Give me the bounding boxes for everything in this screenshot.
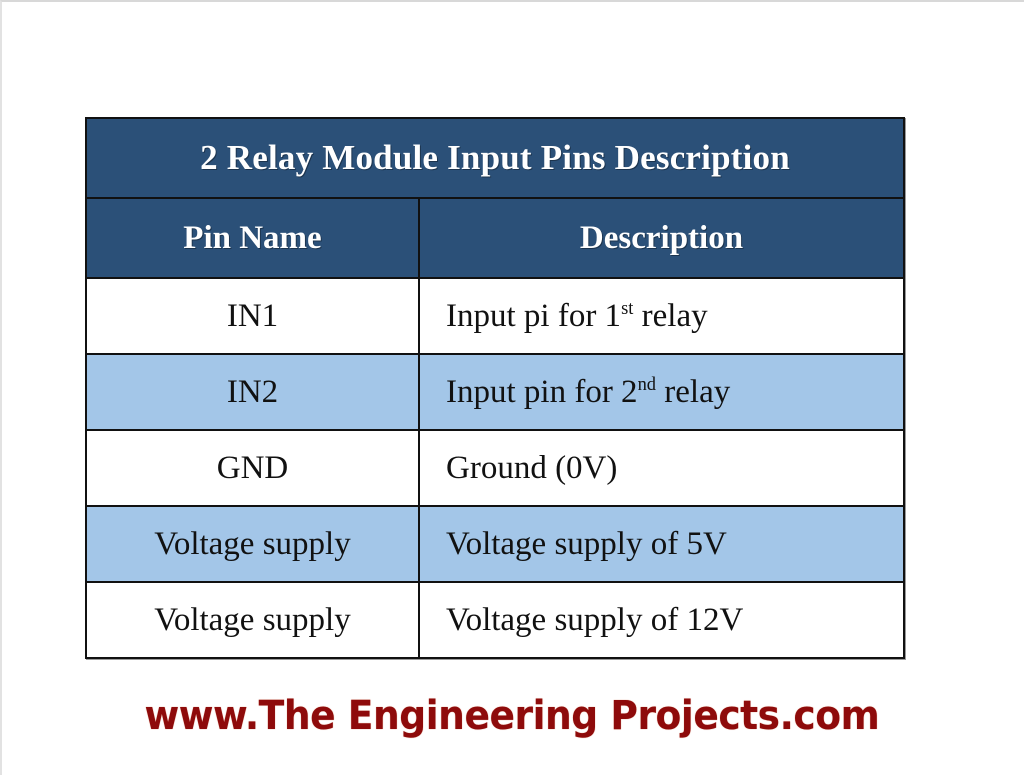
description-suffix: relay	[633, 298, 708, 334]
footer-watermark: www.The Engineering Projects.com	[0, 690, 1024, 742]
table-row: IN1 Input pi for 1st relay	[85, 277, 905, 355]
description-prefix: Ground (0V)	[446, 450, 618, 486]
description-ordinal-suffix: nd	[637, 374, 657, 394]
column-header-pin-name-label: Pin Name	[183, 220, 322, 256]
table-row: GND Ground (0V)	[85, 429, 905, 507]
pin-description-table: 2 Relay Module Input Pins Description Pi…	[85, 117, 905, 659]
cell-pin-name: GND	[85, 429, 420, 507]
description-value: Ground (0V)	[420, 431, 903, 505]
description-prefix: Input pin for 2	[446, 374, 638, 410]
table-title-cell: 2 Relay Module Input Pins Description	[85, 117, 905, 199]
column-header-pin-name: Pin Name	[85, 197, 420, 279]
table-row: Voltage supply Voltage supply of 12V	[85, 581, 905, 659]
column-header-description: Description	[418, 197, 905, 279]
description-value: Voltage supply of 12V	[420, 583, 903, 657]
cell-description: Input pin for 2nd relay	[418, 353, 905, 431]
pin-name-value: IN1	[226, 298, 279, 334]
cell-description: Ground (0V)	[418, 429, 905, 507]
table-row: Voltage supply Voltage supply of 5V	[85, 505, 905, 583]
description-prefix: Voltage supply of 12V	[446, 602, 744, 638]
pin-name-value: Voltage supply	[154, 602, 351, 638]
description-suffix: relay	[656, 374, 731, 410]
table-header-row: Pin Name Description	[85, 197, 905, 279]
description-value: Voltage supply of 5V	[420, 507, 903, 581]
table-title-row: 2 Relay Module Input Pins Description	[85, 117, 905, 199]
description-value: Input pi for 1st relay	[420, 279, 903, 353]
cell-pin-name: IN1	[85, 277, 420, 355]
cell-pin-name: Voltage supply	[85, 505, 420, 583]
pin-name-value: Voltage supply	[154, 526, 351, 562]
pin-name-value: GND	[216, 450, 289, 486]
pin-description-table-container: 2 Relay Module Input Pins Description Pi…	[85, 117, 905, 659]
table-row: IN2 Input pin for 2nd relay	[85, 353, 905, 431]
description-ordinal-suffix: st	[621, 298, 634, 318]
watermark-text: www.The Engineering Projects.com	[144, 693, 880, 739]
column-header-description-label: Description	[579, 220, 744, 256]
cell-description: Voltage supply of 12V	[418, 581, 905, 659]
cell-pin-name: Voltage supply	[85, 581, 420, 659]
cell-description: Voltage supply of 5V	[418, 505, 905, 583]
pin-name-value: IN2	[226, 374, 279, 410]
description-value: Input pin for 2nd relay	[420, 355, 903, 429]
cell-description: Input pi for 1st relay	[418, 277, 905, 355]
description-prefix: Voltage supply of 5V	[446, 526, 727, 562]
description-prefix: Input pi for 1	[446, 298, 622, 334]
cell-pin-name: IN2	[85, 353, 420, 431]
table-title: 2 Relay Module Input Pins Description	[200, 138, 790, 177]
